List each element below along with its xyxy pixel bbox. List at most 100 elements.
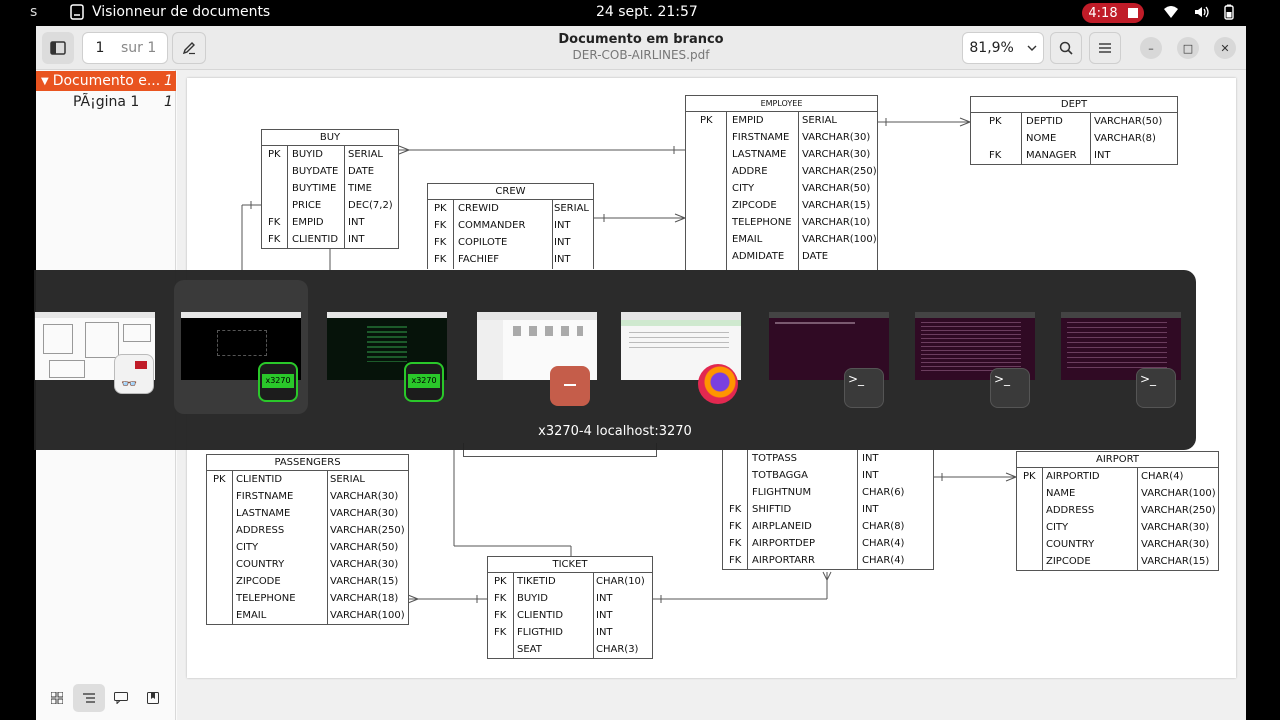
entity-title: DEPT xyxy=(971,97,1177,113)
annotate-button[interactable] xyxy=(172,32,206,64)
system-tray[interactable] xyxy=(1163,4,1235,20)
page-selector[interactable]: 1 sur 1 xyxy=(82,32,168,64)
minimize-button[interactable]: – xyxy=(1140,37,1162,59)
column-name: AIRPORTARR xyxy=(752,555,815,566)
grid-icon xyxy=(51,692,63,704)
collapse-arrow-icon[interactable]: ▼ xyxy=(41,75,49,87)
maximize-button[interactable]: □ xyxy=(1177,37,1199,59)
column-type: INT xyxy=(596,593,613,604)
column-type: VARCHAR(100) xyxy=(1141,488,1216,499)
search-icon xyxy=(1059,41,1073,55)
switcher-item-terminal-3[interactable]: >_ xyxy=(1054,280,1188,414)
list-icon xyxy=(83,693,95,703)
outline-item-document[interactable]: ▼ Documento e... 1 xyxy=(36,71,176,91)
column-type: VARCHAR(30) xyxy=(330,508,399,519)
column-name: SEAT xyxy=(517,644,542,655)
wifi-icon xyxy=(1164,6,1178,18)
entity-title: EMPLOYEE xyxy=(686,96,877,112)
terminal-icon: >_ xyxy=(990,368,1030,408)
switcher-item-x3270[interactable]: x3270 xyxy=(320,280,454,414)
switcher-item-firefox[interactable] xyxy=(614,280,748,414)
column-type: VARCHAR(100) xyxy=(802,234,877,245)
tab-thumbnails[interactable] xyxy=(41,684,73,712)
switcher-item-terminal-1[interactable]: >_ xyxy=(762,280,896,414)
search-button[interactable] xyxy=(1050,32,1082,64)
column-name: BUYDATE xyxy=(292,166,339,177)
tab-annotations[interactable] xyxy=(105,684,137,712)
column-name: LASTNAME xyxy=(236,508,291,519)
page-number-input[interactable]: 1 xyxy=(95,40,105,56)
close-icon: ✕ xyxy=(1220,41,1230,55)
column-type: SERIAL xyxy=(348,149,383,160)
column-name: LASTNAME xyxy=(732,149,787,160)
column-name: NOME xyxy=(1026,133,1057,144)
entity-row: LASTNAME VARCHAR(30) xyxy=(207,505,408,522)
document-viewer-icon: 👓 xyxy=(114,354,154,394)
stop-recording-icon xyxy=(1127,8,1138,18)
column-name: ADDRE xyxy=(732,166,768,177)
column-name: BUYTIME xyxy=(292,183,337,194)
column-type: DATE xyxy=(802,251,829,262)
column-type: INT xyxy=(554,220,571,231)
window-title: Documento em branco DER-COB-AIRLINES.pdf xyxy=(516,32,766,62)
screen-recording-indicator[interactable]: 4:18 xyxy=(1082,3,1144,23)
tab-bookmarks[interactable] xyxy=(137,684,169,712)
column-name: CREWID xyxy=(458,203,499,214)
zoom-selector[interactable]: 81,9% xyxy=(962,32,1044,64)
switcher-item-document-viewer[interactable]: 👓 xyxy=(28,280,162,414)
app-switcher[interactable]: 👓 x3270 x3270 xyxy=(34,270,1196,450)
x3270-badge: x3270 xyxy=(408,374,440,388)
document-title: Documento em branco xyxy=(558,32,724,47)
key-flag: FK xyxy=(268,217,281,228)
column-name: AIRPORTDEP xyxy=(752,538,816,549)
x3270-icon: x3270 xyxy=(258,362,298,402)
page-count: sur 1 xyxy=(121,40,157,56)
column-name: ADDRESS xyxy=(236,525,285,536)
column-name: EMAIL xyxy=(236,610,267,621)
tab-outline[interactable] xyxy=(73,684,105,712)
main-menu-button[interactable] xyxy=(1089,32,1121,64)
switcher-item-x3270-4[interactable]: x3270 xyxy=(174,280,308,414)
column-type: VARCHAR(30) xyxy=(330,559,399,570)
app-menu[interactable]: Visionneur de documents xyxy=(70,4,270,20)
column-type: INT xyxy=(554,237,571,248)
column-type: VARCHAR(10) xyxy=(802,217,871,228)
terminal-icon: >_ xyxy=(844,368,884,408)
clock[interactable]: 24 sept. 21:57 xyxy=(596,4,698,20)
entity-title: TICKET xyxy=(488,557,652,573)
column-type: VARCHAR(250) xyxy=(802,166,877,177)
column-name: ZIPCODE xyxy=(732,200,777,211)
outline-item-page-1[interactable]: PÃ¡gina 1 1 xyxy=(36,94,176,114)
column-name: ADMIDATE xyxy=(732,251,785,262)
key-flag: FK xyxy=(434,237,447,248)
column-type: INT xyxy=(1094,150,1111,161)
column-type: VARCHAR(15) xyxy=(802,200,871,211)
column-type: VARCHAR(15) xyxy=(330,576,399,587)
activities-button[interactable]: s xyxy=(30,4,38,20)
sidebar-toggle-button[interactable] xyxy=(42,32,74,64)
close-button[interactable]: ✕ xyxy=(1214,37,1236,59)
column-type: VARCHAR(250) xyxy=(330,525,405,536)
entity-title: BUY xyxy=(262,130,398,146)
switcher-item-files[interactable] xyxy=(470,280,604,414)
switcher-item-terminal-2[interactable]: >_ xyxy=(908,280,1042,414)
